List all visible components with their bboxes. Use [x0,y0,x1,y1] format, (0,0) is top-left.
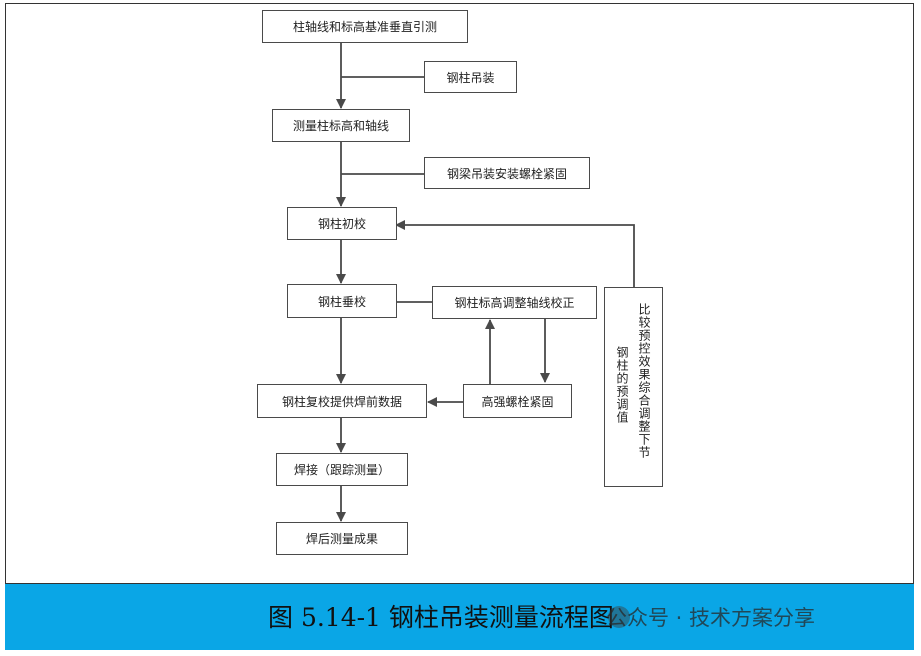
watermark-logo-icon [608,606,630,628]
node-preadjust-compare: 钢柱的预调值 比较预控效果综合调整下节 [604,287,663,487]
watermark-text: 公众号 · 技术方案分享 [606,606,816,630]
caption-bar [5,583,914,650]
node-welding-tracking: 焊接（跟踪测量） [276,453,408,486]
node-elevation-adjust-axis-correct: 钢柱标高调整轴线校正 [432,286,597,319]
node-column-hoisting: 钢柱吊装 [424,61,517,93]
side-text-compare-adjust: 比较预控效果综合调整下节 [637,303,651,459]
node-initial-calibration: 钢柱初校 [287,207,397,240]
node-recheck-prewelding-data: 钢柱复校提供焊前数据 [257,384,427,418]
node-post-weld-results: 焊后测量成果 [276,522,408,555]
node-hs-bolt-tightening: 高强螺栓紧固 [463,384,572,418]
node-vertical-calibration: 钢柱垂校 [287,284,397,318]
node-beam-hoisting-bolting: 钢梁吊装安装螺栓紧固 [424,157,590,189]
node-measure-elevation-axis: 测量柱标高和轴线 [272,109,410,142]
figure-caption: 图 5.14-1 钢柱吊装测量流程图 [268,603,614,632]
side-text-preadjust-value: 钢柱的预调值 [615,346,629,424]
node-axis-elevation-reference: 柱轴线和标高基准垂直引测 [262,10,468,43]
edge-feedback-n5 [395,220,635,287]
